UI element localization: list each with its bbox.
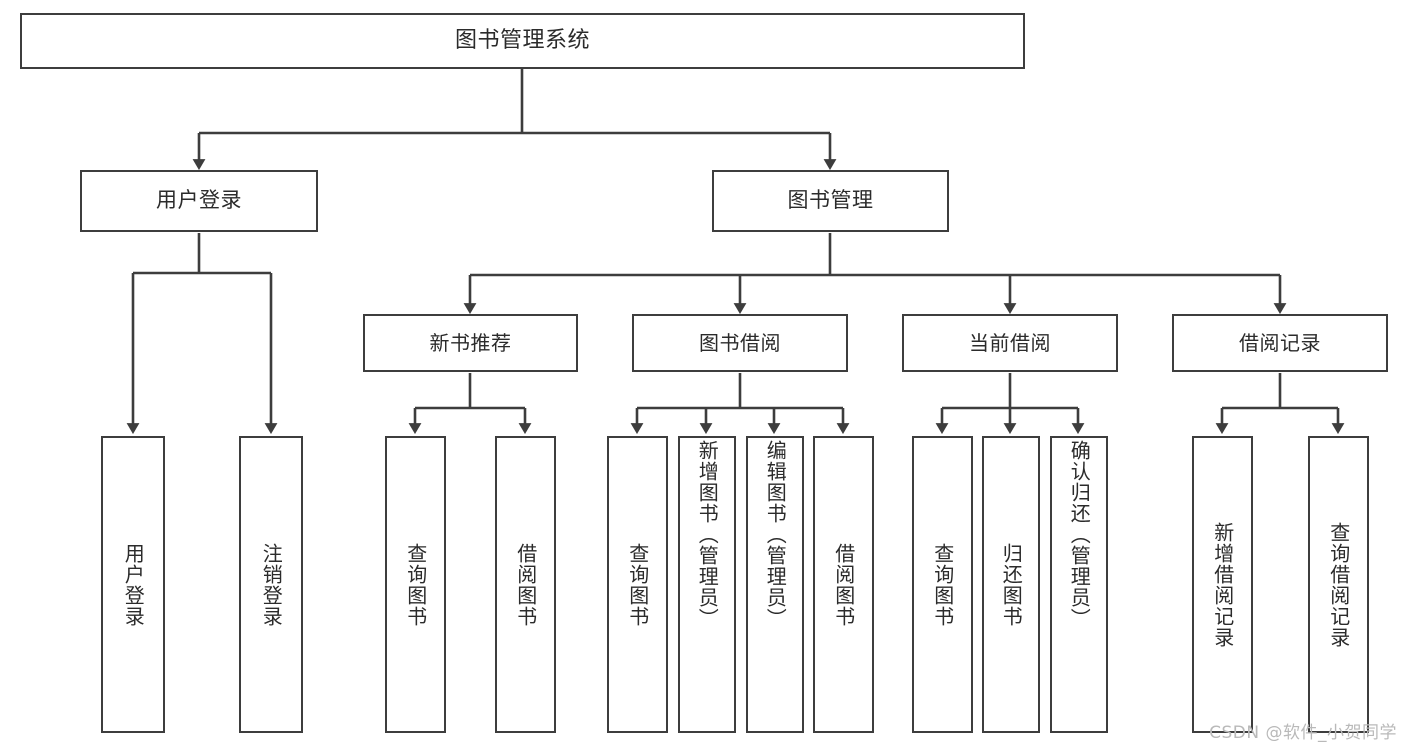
node-book-borrowing[interactable]: 图书借阅	[632, 314, 848, 372]
leaf-label: 查询图书	[625, 542, 650, 627]
leaf-label: 查询借阅记录	[1326, 521, 1351, 648]
leaf-label: 借阅图书	[831, 542, 856, 627]
node-label: 图书管理系统	[454, 27, 590, 53]
leaf-add-book-admin[interactable]: 新增图书（管理员）	[678, 436, 736, 733]
leaf-label: 新增借阅记录	[1210, 521, 1235, 648]
leaf-user-login[interactable]: 用户登录	[101, 436, 165, 733]
leaf-label: 用户登录	[121, 542, 146, 627]
node-label: 当前借阅	[969, 331, 1051, 355]
leaf-query-borrow-record[interactable]: 查询借阅记录	[1308, 436, 1369, 733]
node-new-book-recommendation[interactable]: 新书推荐	[363, 314, 578, 372]
leaf-label: 借阅图书	[513, 542, 538, 627]
leaf-label: 注销登录	[259, 542, 284, 627]
node-current-borrowing[interactable]: 当前借阅	[902, 314, 1118, 372]
leaf-label: 新增图书（管理员）	[695, 440, 720, 629]
leaf-logout[interactable]: 注销登录	[239, 436, 303, 733]
leaf-query-books-current[interactable]: 查询图书	[912, 436, 973, 733]
leaf-label: 确认归还（管理员）	[1067, 440, 1092, 629]
node-user-login[interactable]: 用户登录	[80, 170, 318, 232]
leaf-add-borrow-record[interactable]: 新增借阅记录	[1192, 436, 1253, 733]
node-label: 新书推荐	[429, 331, 512, 355]
node-borrowing-records[interactable]: 借阅记录	[1172, 314, 1388, 372]
leaf-label: 查询图书	[930, 542, 955, 627]
leaf-label: 归还图书	[999, 542, 1024, 627]
leaf-confirm-return-admin[interactable]: 确认归还（管理员）	[1050, 436, 1108, 733]
leaf-edit-book-admin[interactable]: 编辑图书（管理员）	[746, 436, 804, 733]
node-label: 用户登录	[156, 188, 242, 213]
leaf-label: 查询图书	[403, 542, 428, 627]
leaf-label: 编辑图书（管理员）	[763, 440, 788, 629]
node-root-book-management-system[interactable]: 图书管理系统	[20, 13, 1025, 69]
node-book-management[interactable]: 图书管理	[712, 170, 949, 232]
node-label: 图书借阅	[699, 331, 781, 355]
leaf-borrow-books-recommendation[interactable]: 借阅图书	[495, 436, 556, 733]
leaf-query-books-borrowing[interactable]: 查询图书	[607, 436, 668, 733]
node-label: 借阅记录	[1239, 331, 1321, 355]
node-label: 图书管理	[787, 188, 874, 213]
leaf-query-books-recommendation[interactable]: 查询图书	[385, 436, 446, 733]
leaf-return-books[interactable]: 归还图书	[982, 436, 1040, 733]
watermark-text: CSDN @软件_小贺同学	[1209, 723, 1397, 743]
leaf-borrow-books-borrowing[interactable]: 借阅图书	[813, 436, 874, 733]
